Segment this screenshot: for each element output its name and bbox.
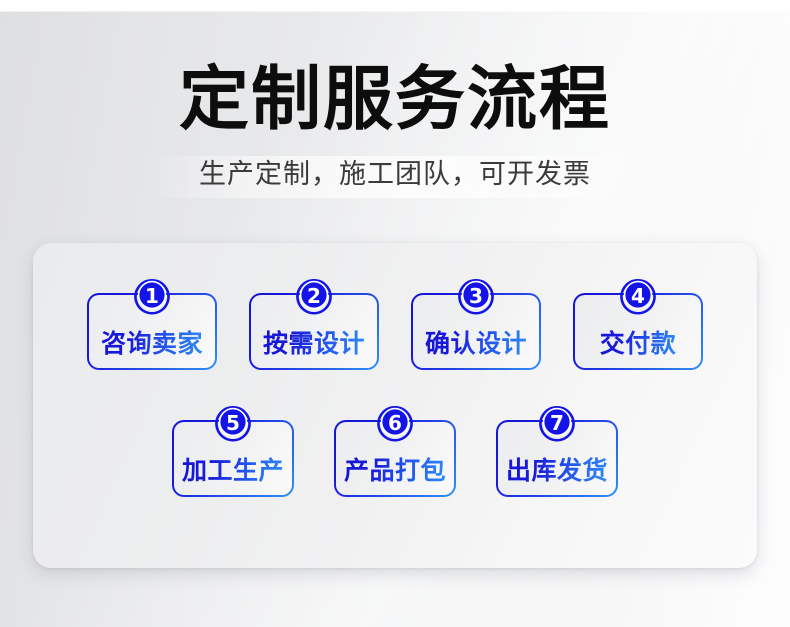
step-label-4: 交付款 bbox=[600, 329, 677, 368]
step-box-6[interactable]: 6 产品打包 bbox=[334, 406, 456, 497]
step-number-badge-3: 3 bbox=[454, 273, 498, 317]
step-number-badge-5: 5 bbox=[211, 400, 255, 444]
step-label-6: 产品打包 bbox=[344, 456, 446, 495]
flow-row-1: 1 咨询卖家 2 按需设计 bbox=[33, 279, 757, 370]
step-inner-1: 咨询卖家 bbox=[89, 295, 215, 368]
step-label-3: 确认设计 bbox=[425, 329, 527, 368]
step-number-badge-2: 2 bbox=[292, 273, 336, 317]
header: 定制服务流程 生产定制，施工团队，可开发票 bbox=[0, 0, 790, 198]
step-box-5[interactable]: 5 加工生产 bbox=[172, 406, 294, 497]
step-inner-3: 确认设计 bbox=[413, 295, 539, 368]
flow-row-2: 5 加工生产 6 产品打包 bbox=[33, 406, 757, 497]
step-box-1[interactable]: 1 咨询卖家 bbox=[87, 279, 217, 370]
step-inner-2: 按需设计 bbox=[251, 295, 377, 368]
step-box-2[interactable]: 2 按需设计 bbox=[249, 279, 379, 370]
step-label-5: 加工生产 bbox=[182, 456, 284, 495]
step-box-7[interactable]: 7 出库发货 bbox=[496, 406, 618, 497]
page-subtitle: 生产定制，施工团队，可开发票 bbox=[199, 159, 591, 190]
step-number-badge-4: 4 bbox=[616, 273, 660, 317]
step-number-badge-1: 1 bbox=[130, 273, 174, 317]
step-box-3[interactable]: 3 确认设计 bbox=[411, 279, 541, 370]
step-number-badge-7: 7 bbox=[535, 400, 579, 444]
step-label-2: 按需设计 bbox=[263, 329, 365, 368]
step-inner-4: 交付款 bbox=[575, 295, 701, 368]
page-title: 定制服务流程 bbox=[179, 58, 611, 140]
subtitle-wrap: 生产定制，施工团队，可开发票 bbox=[0, 154, 790, 198]
step-inner-6: 产品打包 bbox=[336, 422, 454, 495]
step-label-1: 咨询卖家 bbox=[101, 329, 203, 368]
step-box-4[interactable]: 4 交付款 bbox=[573, 279, 703, 370]
flow-steps: 1 咨询卖家 2 按需设计 bbox=[33, 243, 757, 568]
step-label-7: 出库发货 bbox=[506, 456, 608, 495]
step-number-badge-6: 6 bbox=[373, 400, 417, 444]
